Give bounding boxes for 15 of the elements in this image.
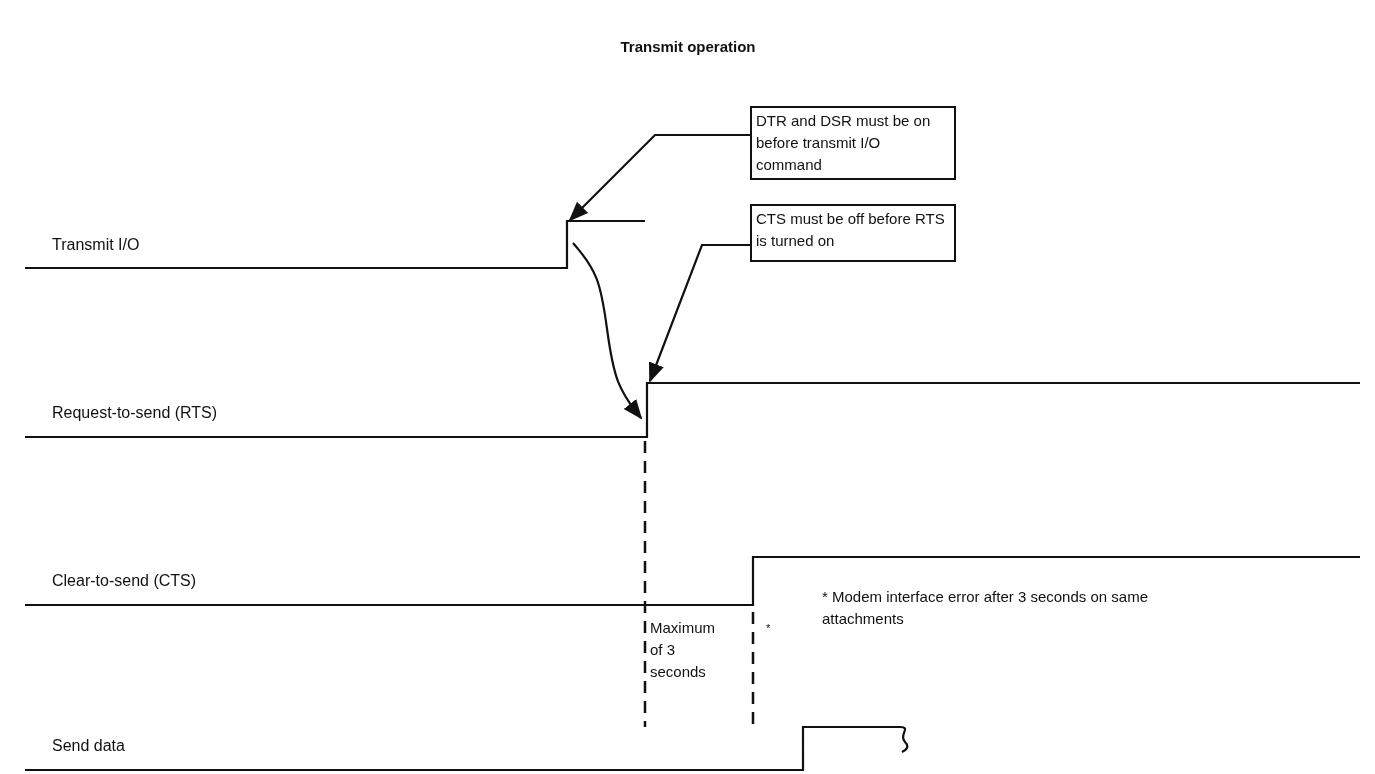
signal-waveform [25, 219, 645, 270]
arrow [572, 242, 643, 420]
signal-waveform [25, 381, 1360, 439]
signal-label: Send data [52, 736, 126, 756]
signal-label: Request-to-send (RTS) [52, 403, 219, 423]
note-box: DTR and DSR must be on before transmit I/O command [750, 106, 956, 180]
footnote-text: * Modem interface error after 3 seconds on same attachments [822, 587, 1149, 629]
arrow [568, 133, 750, 222]
footnote-mark: * [766, 621, 772, 636]
time-note: Maximum of 3 seconds [650, 618, 716, 682]
diagram-title: Transmit operation [619, 38, 757, 55]
arrow [648, 243, 750, 383]
signal-label: Transmit I/O [52, 235, 141, 255]
note-box: CTS must be off before RTS is turned on [750, 204, 956, 262]
signal-label: Clear-to-send (CTS) [52, 571, 198, 591]
